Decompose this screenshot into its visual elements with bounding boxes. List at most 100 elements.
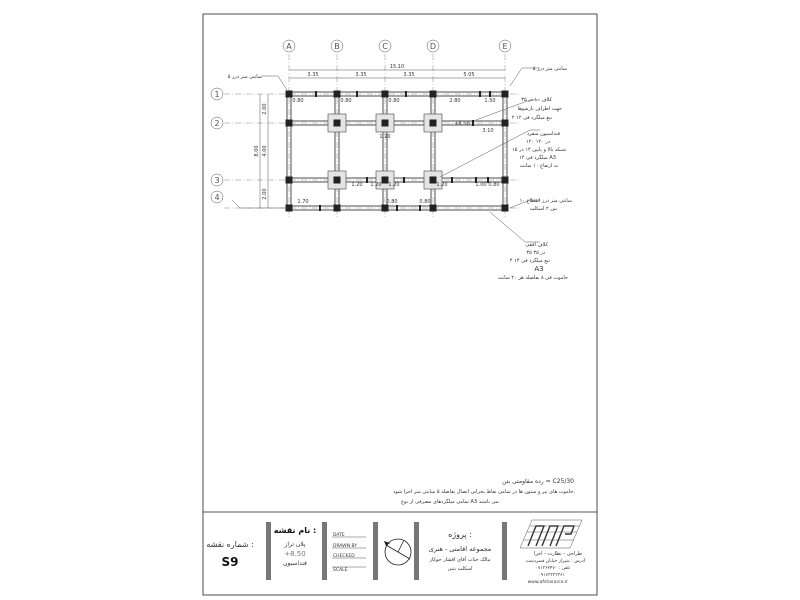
dim-internal: 2.80: [449, 98, 460, 104]
note-concrete-class: رده مقاومتی بتن = C25/30: [502, 478, 574, 485]
dim-internal: 0.80: [340, 98, 351, 104]
drawn-by-label: DRAWN BY: [333, 543, 357, 549]
axis-bubble: [498, 39, 512, 53]
axis-bubble: [210, 190, 224, 204]
dim-internal: 1.00: [475, 182, 486, 188]
column-axis-labels: A B C D E 1 2 3 4: [214, 42, 507, 202]
dim-internal: 1.70: [297, 199, 308, 205]
scale-label: SCALE: [333, 567, 348, 573]
dim-internal: 1.20: [388, 182, 399, 188]
horizontal-tie-note: ۳۵ در ۳۵: [526, 250, 545, 256]
sheet-number: S9: [222, 555, 239, 569]
opening-mark: [315, 91, 317, 97]
date-label: DATE: [333, 532, 345, 538]
column: [429, 176, 437, 184]
footing-note: ۱۲۰ در ۱۲۰: [526, 139, 550, 145]
axis-bubble: [426, 39, 440, 53]
annotations: ۵ سانتی متر درز ۵ سانتی متر درز کلاف ۱۰ …: [228, 66, 572, 281]
dim-vertical: 2.00: [262, 103, 268, 114]
title-block: شماره نقشه : S9 نام نقشه : پلان تراز +8.…: [206, 519, 586, 585]
note-rebar: تمامی میلگردهای مصرفی از نوع A3 می باشند…: [401, 498, 500, 505]
opening-mark: [366, 177, 368, 183]
column: [429, 119, 437, 127]
checked-label: CHECKED: [333, 553, 355, 559]
dim-level: +8.50: [454, 121, 469, 127]
axis-label-1: 1: [214, 90, 219, 99]
axis-label-3: 3: [214, 176, 219, 185]
divider-bar: [373, 522, 378, 580]
column: [381, 90, 389, 98]
axis-label-b: B: [334, 42, 340, 51]
column: [381, 204, 389, 212]
axis-bubble: [378, 39, 392, 53]
project-structure: اسکلت بتنی: [447, 566, 472, 572]
dim-vertical: 2.00: [262, 188, 268, 199]
horizontal-tie-note: ۴ نبع میلگرد فی ۱۴: [510, 257, 550, 264]
dim-total: 15.10: [390, 64, 404, 70]
joint-note-right: ۵ سانتی متر درز: [533, 66, 567, 72]
dim-internal: 1.20: [351, 182, 362, 188]
column: [333, 176, 341, 184]
opening-mark: [489, 91, 491, 97]
divider-bar: [414, 522, 419, 580]
axis-bubble: [210, 173, 224, 187]
axis-label-c: C: [382, 42, 388, 51]
footing-note: به ارتفاع ۱۰ سانت: [520, 163, 558, 169]
sheet-border: [202, 13, 598, 596]
column: [333, 119, 341, 127]
tie-beam-note: کلاف ۱۰ در ۳۵: [521, 97, 552, 103]
axis-label-e: E: [502, 42, 507, 51]
column: [429, 90, 437, 98]
dim-span: 3.35: [307, 72, 318, 78]
dim-internal: 1.20: [436, 182, 447, 188]
company-website: www.afshararco.ir: [528, 579, 569, 585]
dim-internal: 3.10: [482, 128, 493, 134]
axis-label-a: A: [286, 42, 292, 51]
company-address: آدرس : شیراز خیابان قصردشت: [526, 558, 586, 564]
project-label: پروژه :: [448, 530, 472, 539]
column: [285, 90, 293, 98]
divider-bar: [322, 522, 327, 580]
footing-note: میلگرد فی ۱۴ A3: [519, 154, 556, 161]
column: [285, 176, 293, 184]
company-logo: [519, 519, 583, 549]
column: [501, 119, 509, 127]
column: [381, 119, 389, 127]
tie-beam-note: جهت اطراف بازشوها: [518, 106, 562, 112]
separation-note: ۱۰ سانتی متر درز انقطاع: [520, 198, 572, 204]
dim-span: 3.35: [355, 72, 366, 78]
footing-note: شبکه بالا و پایین ۱۴ در ۱۵: [512, 147, 566, 153]
axis-bubble: [282, 39, 296, 53]
column: [285, 119, 293, 127]
column: [429, 204, 437, 212]
column: [333, 90, 341, 98]
horizontal-tie-note: A3: [534, 265, 543, 273]
axis-label-d: D: [430, 42, 436, 51]
dim-internal: 0.80: [292, 98, 303, 104]
opening-mark: [405, 91, 407, 97]
opening-mark: [475, 177, 477, 183]
drawing-level: +8.50: [284, 550, 305, 558]
opening-mark: [403, 177, 405, 183]
opening-mark: [319, 205, 321, 211]
dim-span: 5.05: [463, 72, 474, 78]
drawing-name: پلان تراز: [283, 541, 305, 548]
dim-internal: 0.80: [388, 98, 399, 104]
opening-mark: [487, 177, 489, 183]
column: [501, 204, 509, 212]
dim-internal: 1.20: [379, 134, 390, 140]
opening-mark: [419, 205, 421, 211]
footing-note: فنداسیون منفرد: [527, 131, 561, 137]
opening-mark: [479, 91, 481, 97]
column: [381, 176, 389, 184]
axis-bubble: [210, 87, 224, 101]
axis-bubble: [330, 39, 344, 53]
company-phone: تلفن : ۰۷۱۳۶۲۴۷۰: [535, 565, 570, 571]
company-services: طراحی - نظارت - اجرا: [534, 551, 582, 557]
dim-vertical: 4.00: [262, 145, 268, 156]
project-owner: مالک جناب آقای افشار جوکار: [429, 556, 491, 563]
axis-label-2: 2: [214, 119, 219, 128]
drawing-name-label: نام نقشه :: [274, 526, 316, 535]
leader-lines: [231, 67, 540, 243]
